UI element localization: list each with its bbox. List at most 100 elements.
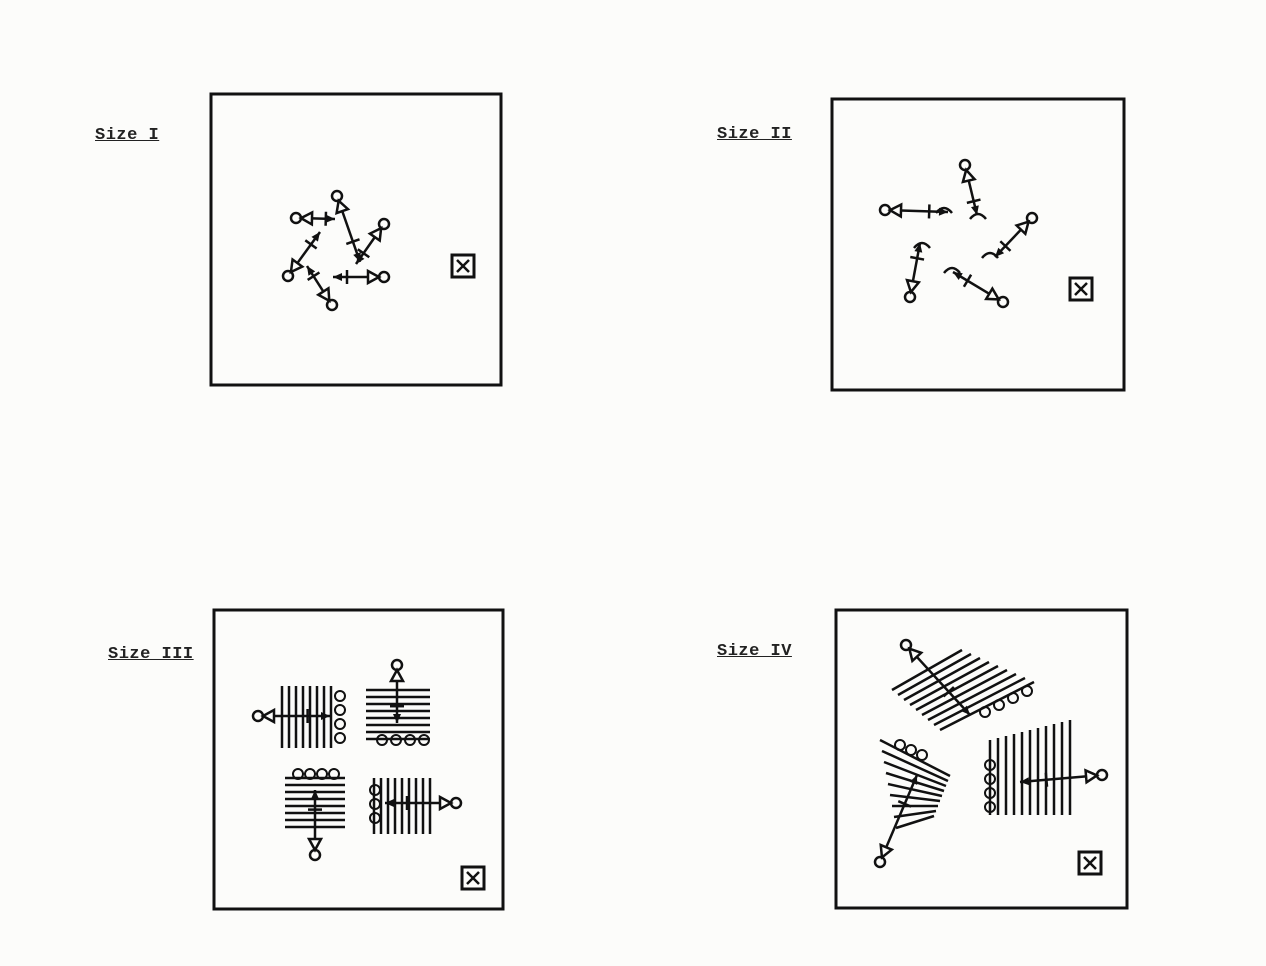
defender-bump <box>369 784 381 796</box>
defender-mark <box>942 686 955 698</box>
hatch-line <box>915 664 999 712</box>
player-icon <box>306 837 324 853</box>
defender-mark <box>966 198 981 205</box>
player-icon <box>903 290 917 304</box>
defender-bump <box>993 699 1005 711</box>
arrowhead-icon <box>307 266 316 276</box>
player-icon <box>873 855 887 869</box>
player-icon <box>330 189 344 203</box>
arrowhead-icon <box>953 272 963 281</box>
defender-mark <box>1044 772 1049 787</box>
player-icon <box>260 707 276 725</box>
arrowhead-icon <box>385 799 394 807</box>
defender-mark <box>962 274 973 288</box>
arrowhead-icon <box>971 205 979 215</box>
hatch-line <box>921 668 1008 717</box>
arrowhead-icon <box>909 775 918 785</box>
defender-bump <box>418 734 430 746</box>
defender-bump <box>304 768 316 780</box>
arrowhead-icon <box>333 273 342 281</box>
hatch-line <box>883 760 947 788</box>
defender-bump <box>905 744 917 756</box>
defender-bump <box>979 706 991 718</box>
defender-mark <box>897 800 912 808</box>
arrow-icon <box>1019 775 1087 784</box>
hatch-line <box>903 656 981 702</box>
defender-bump <box>334 732 346 744</box>
arrowhead-icon <box>356 254 365 264</box>
defender-mark <box>969 212 987 220</box>
hatch-line <box>893 809 937 819</box>
player-icon <box>281 269 295 283</box>
player-icon <box>377 217 391 231</box>
defender-bump <box>328 768 340 780</box>
defender-mark <box>910 255 925 261</box>
defender-bump <box>292 768 304 780</box>
defender-mark <box>981 251 999 259</box>
defender-bump <box>1021 685 1033 697</box>
hatch-line <box>889 793 941 803</box>
player-icon <box>325 298 339 312</box>
hatch-line <box>895 814 935 830</box>
hatch-line <box>887 782 943 798</box>
arrowhead-icon <box>311 790 319 799</box>
boxed-x-icon <box>450 253 476 279</box>
arrowhead-icon <box>1020 777 1030 786</box>
defender-bump <box>404 734 416 746</box>
arrowhead-icon <box>960 705 970 715</box>
panel-label-size-3: Size III <box>108 645 194 664</box>
panel-frame-size-1 <box>209 92 503 387</box>
arrowhead-icon <box>393 714 401 723</box>
player-icon <box>905 278 922 295</box>
arrowhead-icon <box>321 712 330 720</box>
player-icon <box>958 158 972 172</box>
defender-bump <box>1007 692 1019 704</box>
defender-mark <box>999 240 1012 252</box>
panel-frame-size-3 <box>212 608 505 911</box>
defender-bump <box>916 749 928 761</box>
defender-bump <box>316 768 328 780</box>
defender-bump <box>894 739 906 751</box>
player-icon <box>887 202 903 219</box>
player-icon <box>996 295 1010 309</box>
panel-label-size-2: Size II <box>717 125 792 144</box>
arrowhead-icon <box>914 243 923 253</box>
defender-mark <box>357 248 370 259</box>
defender-mark <box>913 241 931 249</box>
hatch-line <box>879 738 951 778</box>
player-icon <box>388 667 406 683</box>
defender-bump <box>984 787 996 799</box>
defender-bump <box>369 798 381 810</box>
player-icon <box>298 210 314 227</box>
arrowhead-icon <box>995 247 1005 257</box>
player-icon <box>366 268 382 286</box>
player-icon <box>438 794 454 812</box>
defender-mark <box>345 238 360 246</box>
defender-bump <box>334 718 346 730</box>
hatch-line <box>927 672 1017 722</box>
player-icon <box>1084 768 1100 785</box>
defender-mark <box>935 206 953 214</box>
boxed-x-icon <box>1074 282 1088 296</box>
defender-mark <box>306 271 321 282</box>
defender-bump <box>390 734 402 746</box>
boxed-x-icon <box>1083 856 1097 870</box>
defender-mark <box>943 266 961 274</box>
boxed-x-icon <box>1068 276 1094 302</box>
defender-bump <box>369 812 381 824</box>
arrow-icon <box>885 774 919 848</box>
defender-bump <box>984 759 996 771</box>
player-icon <box>289 257 305 275</box>
player-icon <box>899 638 913 652</box>
player-icon <box>367 225 383 243</box>
defender-bump <box>984 801 996 813</box>
boxed-x-icon <box>460 865 486 891</box>
player-icon <box>1025 211 1039 225</box>
defender-bump <box>334 704 346 716</box>
boxed-x-icon <box>1077 850 1103 876</box>
panel-frame-size-4 <box>834 608 1129 910</box>
panel-label-size-4: Size IV <box>717 642 792 661</box>
arrow-icon <box>915 655 971 716</box>
hatch-line <box>909 660 990 707</box>
